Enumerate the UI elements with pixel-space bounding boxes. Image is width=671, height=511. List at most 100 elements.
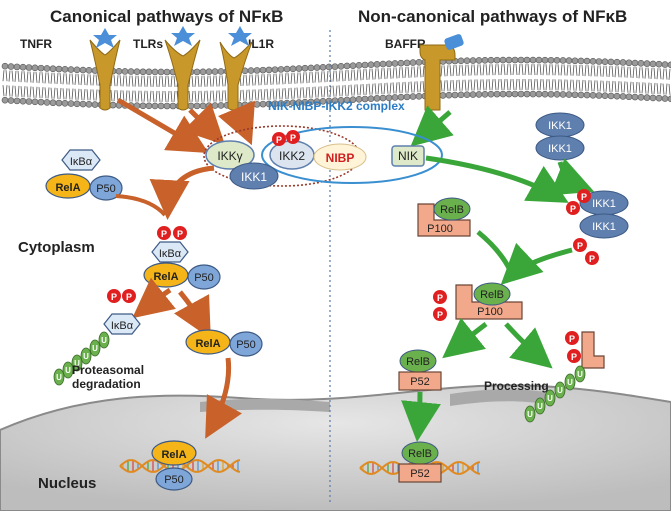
complex-to-ikba-arrow	[149, 165, 215, 220]
to-processing-arrow	[504, 322, 553, 369]
proteasomal-label-1: Proteasomal	[72, 363, 144, 377]
svg-text:P: P	[177, 229, 183, 239]
svg-text:U: U	[56, 373, 62, 382]
tlrs-label: TLRs	[133, 37, 163, 51]
ubiquitinated-ikba: P P IκBα	[103, 289, 141, 335]
svg-text:P: P	[437, 293, 443, 303]
nuclear-rela-p50: RelA P50	[151, 440, 197, 491]
dna-canonical	[119, 459, 241, 473]
tnfr-receptor	[89, 28, 121, 111]
free-rela-p50: RelA P50	[185, 329, 263, 357]
svg-text:RelB: RelB	[406, 356, 430, 368]
svg-text:P: P	[577, 241, 583, 251]
svg-text:P: P	[569, 334, 575, 344]
ikk1-to-p100-arrow	[500, 242, 573, 285]
svg-text:P: P	[276, 135, 282, 145]
svg-text:U: U	[577, 370, 583, 379]
svg-text:IκBα: IκBα	[70, 156, 93, 168]
cytoplasm-label: Cytoplasm	[18, 239, 95, 256]
svg-text:P: P	[581, 192, 587, 202]
svg-text:U: U	[527, 410, 533, 419]
noncanonical-title: Non-canonical pathways of NFκB	[358, 7, 627, 26]
relb-p52-to-nucleus-arrow	[401, 391, 441, 442]
svg-text:P52: P52	[410, 468, 430, 480]
svg-text:RelB: RelB	[440, 204, 464, 216]
svg-text:P: P	[437, 310, 443, 320]
svg-text:RelA: RelA	[55, 182, 80, 194]
il1r-receptor	[219, 26, 253, 111]
processed-p100-fragment: P P	[565, 331, 605, 369]
svg-text:P: P	[126, 292, 132, 302]
il1r-arrow	[218, 100, 255, 146]
baffr-label: BAFFR	[385, 37, 426, 51]
ikk2-label: IKK2	[279, 149, 305, 163]
svg-text:P: P	[111, 292, 117, 302]
svg-text:RelB: RelB	[480, 289, 504, 301]
nuclear-relb-p52: RelB P52	[398, 441, 442, 483]
to-free-rela-arrow	[174, 290, 211, 339]
svg-text:U: U	[537, 402, 543, 411]
svg-text:P50: P50	[236, 339, 256, 351]
tnfr-label: TNFR	[20, 37, 52, 51]
baffr-arrow	[410, 105, 454, 147]
nibp-label: NIBP	[326, 151, 355, 165]
svg-text:U: U	[65, 366, 71, 375]
svg-text:RelA: RelA	[161, 449, 186, 461]
svg-text:P: P	[589, 254, 595, 264]
canonical-title: Canonical pathways of NFκB	[50, 7, 283, 26]
svg-text:P52: P52	[410, 376, 430, 388]
svg-text:U: U	[547, 394, 553, 403]
svg-text:P50: P50	[164, 474, 184, 486]
svg-text:P50: P50	[194, 272, 214, 284]
relb-p100-arrow	[476, 230, 513, 272]
svg-text:U: U	[557, 386, 563, 395]
svg-text:IκBα: IκBα	[159, 248, 182, 260]
ikba-rela-p50-complex: IκBα RelA P50	[45, 149, 123, 201]
proteasomal-label-2: degradation	[72, 377, 141, 391]
svg-text:U: U	[567, 378, 573, 387]
svg-text:IκBα: IκBα	[111, 320, 134, 332]
svg-text:P50: P50	[96, 183, 116, 195]
tlrs-receptor	[164, 26, 201, 111]
ikk1-dimer-top: IKK1 IKK1	[535, 112, 585, 161]
nucleus	[0, 384, 671, 511]
phospho-ikba-complex: P P IκBα RelA P50	[143, 226, 221, 290]
rela-to-nucleus-arrow	[205, 357, 242, 439]
svg-text:U: U	[83, 352, 89, 361]
svg-text:P: P	[570, 204, 576, 214]
ikk1-complex-label: IKK1	[241, 170, 267, 184]
ikkg-label: IKKγ	[217, 149, 242, 163]
phospho-ikk1-dimer: IKK1 IKK1 P P P P	[566, 189, 629, 265]
svg-text:P: P	[571, 352, 577, 362]
tlrs-arrow	[182, 102, 226, 146]
svg-text:P: P	[290, 133, 296, 143]
svg-text:RelA: RelA	[153, 271, 178, 283]
nucleus-label: Nucleus	[38, 475, 96, 492]
relb-p100-complex: P100 RelB	[417, 197, 471, 237]
svg-text:IKK1: IKK1	[592, 198, 616, 210]
svg-text:IKK1: IKK1	[592, 221, 616, 233]
svg-text:U: U	[74, 359, 80, 368]
complex-label: NIK-NIBP-IKK2 complex	[268, 99, 405, 113]
baffr-receptor	[419, 34, 464, 111]
nik-to-ikk1-arrow	[425, 155, 569, 203]
svg-text:P100: P100	[477, 306, 503, 318]
svg-text:IKK1: IKK1	[548, 120, 572, 132]
svg-text:U: U	[92, 344, 98, 353]
nik-nibp-ikk2-complex: IKKγ IKK2 NIBP NIK IKK1 P P	[203, 125, 443, 190]
svg-text:P100: P100	[427, 223, 453, 235]
svg-text:RelA: RelA	[195, 338, 220, 350]
il1r-label: IL1R	[248, 37, 274, 51]
phospho-relb-p100: P100 RelB P P	[433, 282, 523, 321]
to-degradation-arrow	[132, 277, 176, 319]
processing-label: Processing	[484, 379, 549, 393]
svg-text:U: U	[101, 336, 107, 345]
to-relb-p52-arrow	[442, 317, 488, 359]
relb-p52-cytoplasm: RelB P52	[398, 349, 442, 391]
ikk1-top-arrow	[549, 158, 595, 196]
svg-text:P: P	[161, 229, 167, 239]
nik-label: NIK	[398, 149, 418, 163]
